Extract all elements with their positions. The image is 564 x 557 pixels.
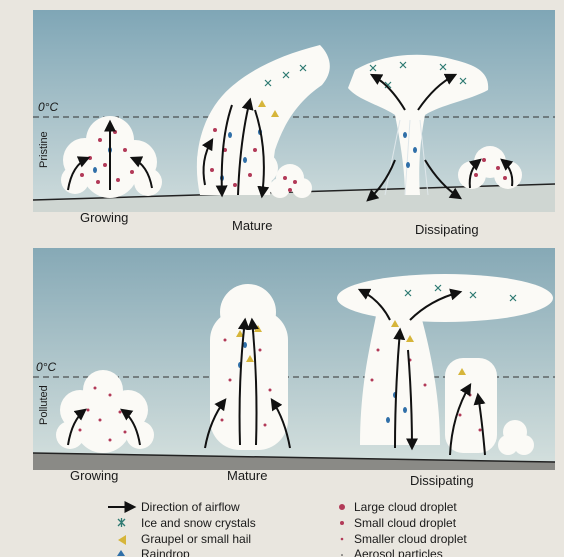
- small-dot-icon: [340, 521, 344, 525]
- asterisk-icon: [118, 518, 125, 527]
- legend-item: Large cloud droplet: [339, 500, 457, 514]
- panel-side-label: Polluted: [38, 385, 50, 425]
- legend-label: Aerosol particles: [354, 547, 443, 557]
- stage-label-dissipating: Dissipating: [410, 473, 474, 488]
- stage-label-dissipating: Dissipating: [415, 222, 479, 237]
- tiny-dot-icon: [341, 538, 344, 541]
- legend-label: Ice and snow crystals: [141, 516, 256, 530]
- legend-item: Raindrop: [117, 547, 190, 557]
- stage-label-growing: Growing: [70, 468, 118, 483]
- legend-item: Small cloud droplet: [340, 516, 457, 530]
- legend-label: Direction of airflow: [141, 500, 240, 514]
- legend-label: Raindrop: [141, 547, 190, 557]
- legend: Direction of airflow Ice and snow crysta…: [108, 500, 467, 557]
- legend-label: Small cloud droplet: [354, 516, 457, 530]
- large-dot-icon: [339, 504, 345, 510]
- legend-item: Smaller cloud droplet: [341, 532, 468, 546]
- legend-item: Graupel or small hail: [118, 532, 251, 546]
- freezing-label: 0°C: [38, 100, 58, 114]
- legend-item: Aerosol particles: [341, 547, 443, 557]
- panel-side-label: Pristine: [38, 131, 50, 168]
- legend-item: Ice and snow crystals: [118, 516, 256, 530]
- legend-item: Direction of airflow: [108, 500, 240, 514]
- speck-icon: [341, 554, 343, 556]
- pristine-panel: 0°C Pristine: [33, 10, 555, 237]
- legend-label: Smaller cloud droplet: [354, 532, 467, 546]
- polluted-panel: 0°C Polluted: [33, 248, 555, 488]
- stage-label-mature: Mature: [227, 468, 267, 483]
- legend-label: Large cloud droplet: [354, 500, 457, 514]
- stage-label-mature: Mature: [232, 218, 272, 233]
- stage-label-growing: Growing: [80, 210, 128, 225]
- freezing-label: 0°C: [36, 360, 56, 374]
- legend-label: Graupel or small hail: [141, 532, 251, 546]
- drop-icon: [117, 550, 125, 556]
- triangle-icon: [118, 535, 126, 545]
